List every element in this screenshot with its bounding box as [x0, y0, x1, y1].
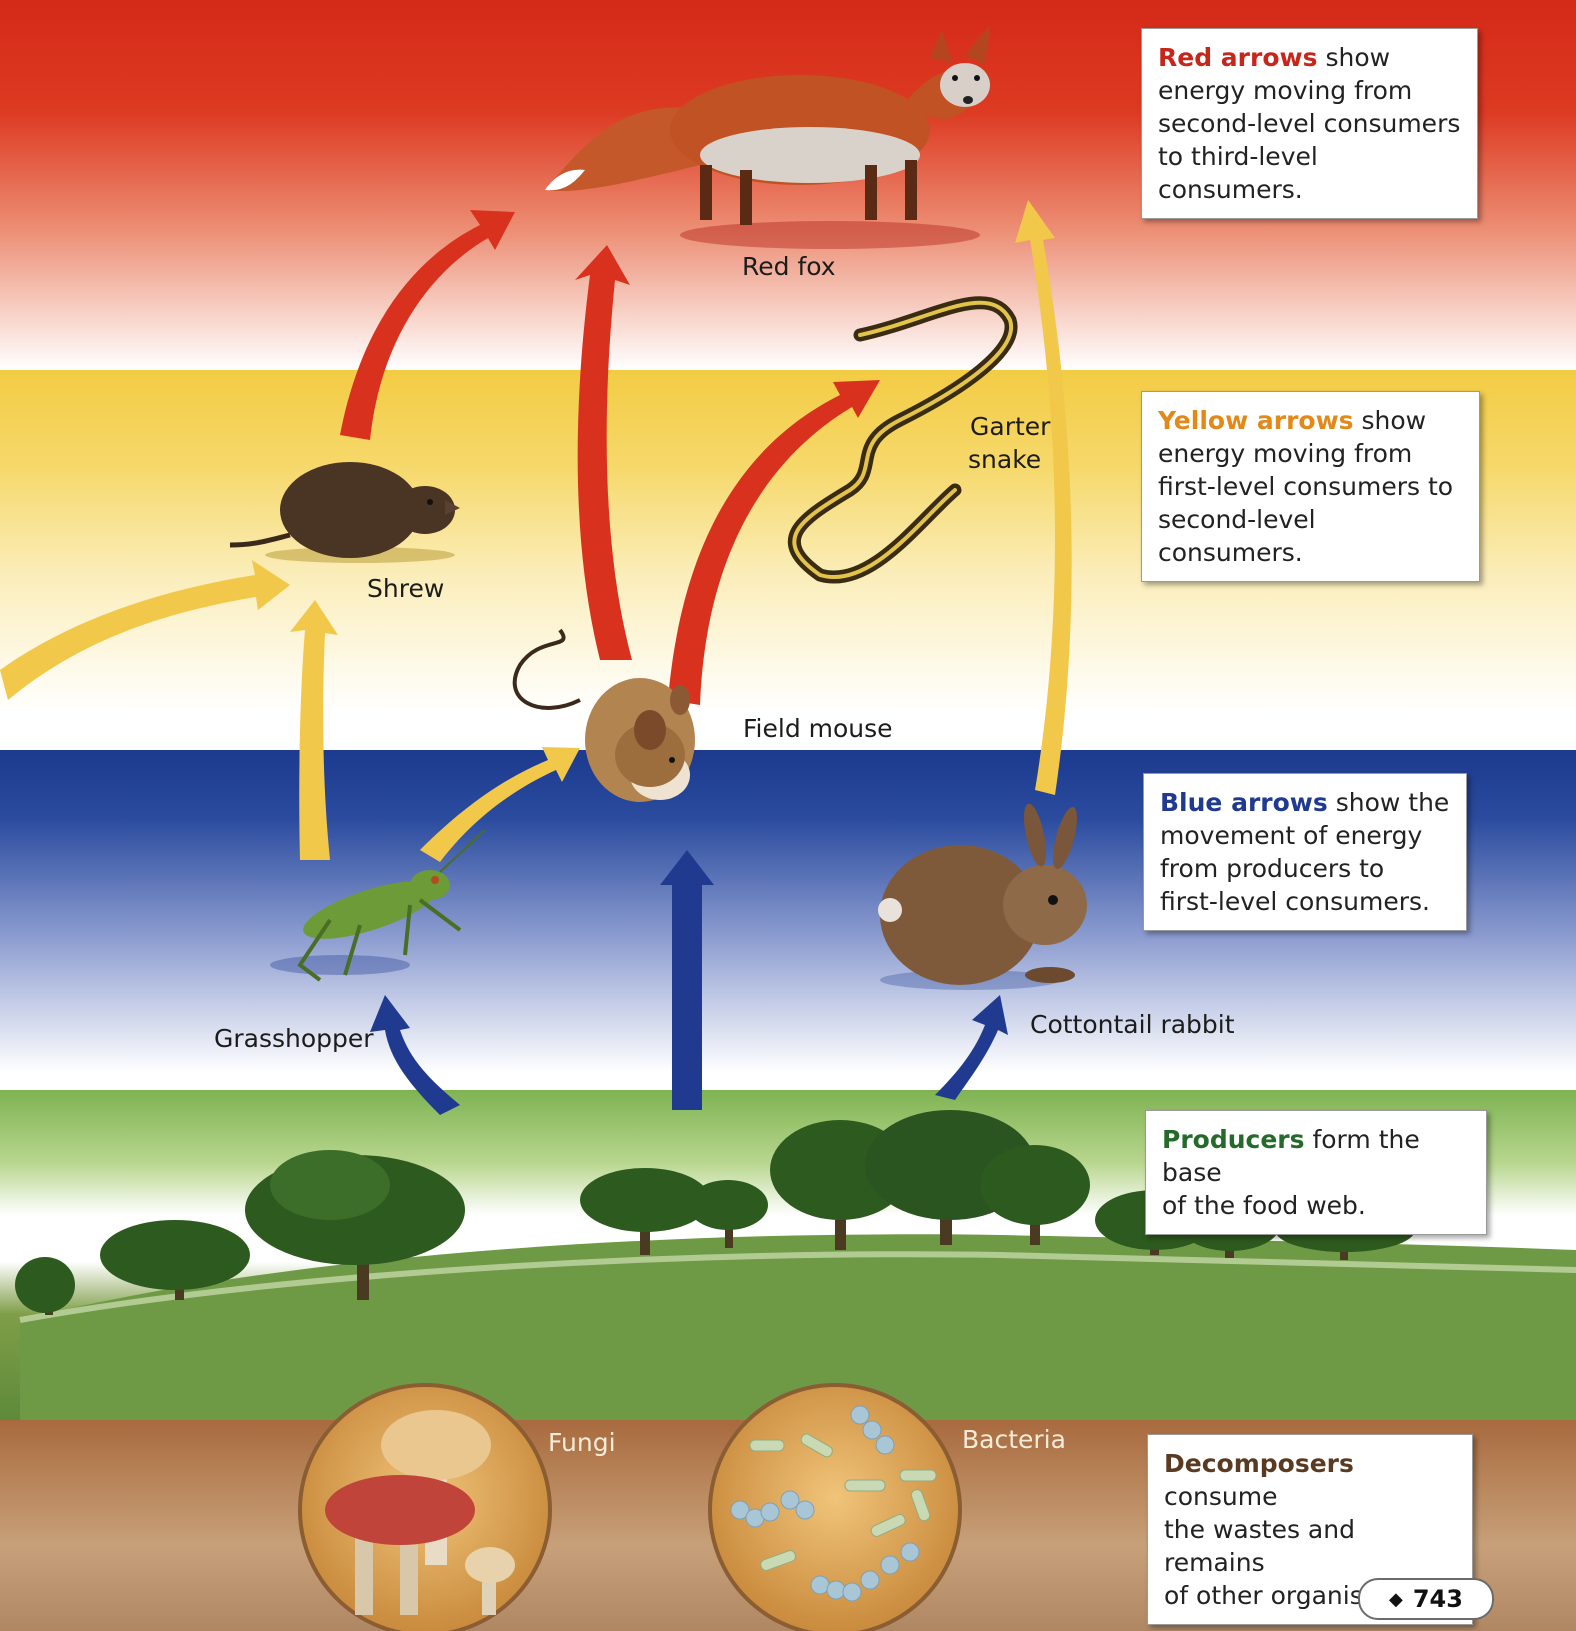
infobox-text: second-level consumers: [1158, 109, 1460, 138]
infobox-text: show: [1318, 43, 1391, 72]
fungi-label: Fungi: [548, 1426, 616, 1459]
red-arrow-mouse-to-snake: [668, 380, 880, 705]
producers-infobox: Producers form the base of the food web.: [1145, 1110, 1487, 1235]
page-number: 743: [1413, 1585, 1463, 1613]
blue-arrow-plants-to-mouse: [660, 850, 714, 1110]
blue-arrows-infobox: Blue arrows show the movement of energy …: [1143, 773, 1467, 931]
infobox-text: to third-level consumers.: [1158, 142, 1318, 204]
infobox-text: first-level consumers.: [1160, 887, 1430, 916]
bacteria-label: Bacteria: [962, 1423, 1066, 1456]
diamond-icon: ◆: [1389, 1581, 1403, 1619]
blue-arrow-plants-to-grasshopper: [370, 995, 460, 1115]
red-fox-label: Red fox: [742, 250, 836, 283]
red-arrows-infobox: Red arrows show energy moving from secon…: [1141, 28, 1478, 219]
decomposers-key: Decomposers: [1164, 1449, 1354, 1478]
bacteria-inset: [710, 1385, 960, 1631]
red-arrows: [340, 210, 880, 705]
page-number-badge: ◆ 743: [1358, 1578, 1494, 1620]
tree-icon: [980, 1145, 1090, 1245]
infobox-text: from producers to: [1160, 854, 1384, 883]
cottontail-rabbit-illustration: [878, 802, 1087, 990]
grasshopper-label: Grasshopper: [214, 1022, 374, 1055]
producers-key: Producers: [1162, 1125, 1305, 1154]
red-arrow-shrew-to-fox: [340, 210, 515, 440]
infobox-text: movement of energy: [1160, 821, 1422, 850]
infobox-text: of the food web.: [1162, 1191, 1366, 1220]
infobox-text: energy moving from: [1158, 76, 1412, 105]
infobox-text: consume: [1164, 1482, 1278, 1511]
yellow-arrows-infobox: Yellow arrows show energy moving from fi…: [1141, 391, 1480, 582]
fungi-inset: [300, 1385, 550, 1631]
red-fox-illustration: [545, 25, 990, 249]
tree-icon: [15, 1257, 75, 1315]
red-arrows-key: Red arrows: [1158, 43, 1318, 72]
cottontail-rabbit-label: Cottontail rabbit: [1030, 1008, 1235, 1041]
yellow-arrow-offpage-to-shrew: [0, 560, 290, 700]
infobox-text: show: [1354, 406, 1427, 435]
field-mouse-label: Field mouse: [743, 712, 893, 745]
infobox-text: second-level consumers.: [1158, 505, 1316, 567]
yellow-arrow-grasshopper-to-shrew: [290, 600, 338, 860]
red-arrow-mouse-to-fox: [575, 245, 632, 660]
yellow-arrow-grasshopper-to-mouse: [420, 747, 580, 862]
infobox-text: first-level consumers to: [1158, 472, 1453, 501]
garter-snake-label-line1: Garter: [970, 410, 1050, 443]
yellow-arrows-key: Yellow arrows: [1158, 406, 1354, 435]
shrew-illustration: [230, 462, 460, 563]
yellow-arrow-rabbit-to-fox: [1015, 200, 1072, 795]
infobox-text: show the: [1328, 788, 1450, 817]
shrew-label: Shrew: [367, 572, 444, 605]
infobox-text: energy moving from: [1158, 439, 1412, 468]
blue-arrow-plants-to-rabbit: [935, 995, 1008, 1100]
garter-snake-label-line2: snake: [968, 443, 1041, 476]
infobox-text: the wastes and remains: [1164, 1515, 1355, 1577]
blue-arrows-key: Blue arrows: [1160, 788, 1328, 817]
